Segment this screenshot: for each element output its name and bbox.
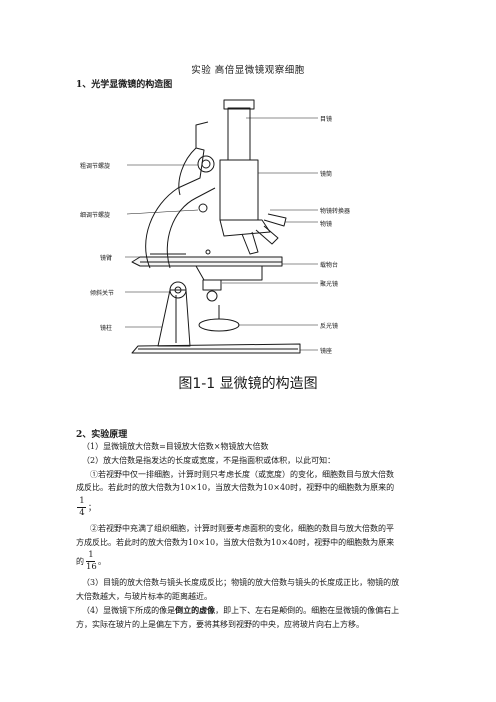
image-text-prefix: （4）显微镜下所成的像是 [82, 606, 176, 615]
paragraph-magnification: （1）显微镜放大倍数=目镜放大倍数×物镜放大倍数 [82, 442, 269, 451]
label-inclination-joint: 倾斜关节 [90, 290, 115, 297]
label-coarse-adjustment: 粗调节螺旋 [80, 163, 111, 170]
image-text-suffix: ，即上下、左右是颠倒的。细胞在显微镜的像偏右上 [215, 606, 400, 615]
paragraph-lens-length-1: （3）目镜的放大倍数与镜头长度成反比；物镜的放大倍数与镜头的长度成正比，物镜的放 [82, 578, 400, 587]
image-text-bold: 倒立的虚像 [175, 605, 216, 615]
document-title: 实验 高倍显微镜观察细胞 [191, 65, 305, 76]
label-tube: 镜筒 [320, 171, 333, 178]
fraction1-denominator: 4 [79, 508, 85, 518]
paragraph-full-cells-prefix: 的 [76, 557, 84, 566]
label-eyepiece: 目镜 [320, 116, 333, 123]
label-base: 镜座 [320, 348, 333, 355]
paragraph-image-1: （4）显微镜下所成的像是倒立的虚像，即上下、左右是颠倒的。细胞在显微镜的像偏右上 [82, 605, 399, 616]
label-stage: 载物台 [320, 262, 339, 269]
label-fine-adjustment: 细调节螺旋 [80, 212, 111, 219]
label-pillar: 镜柱 [100, 325, 113, 332]
paragraph-full-cells-2: 方成反比。若此时的放大倍数为10×10，当放大倍数为10×40时，视野中的细胞数… [76, 538, 395, 547]
label-condenser: 聚光镜 [320, 281, 339, 288]
label-nosepiece: 物镜转换器 [320, 208, 351, 215]
fraction1-suffix: ； [88, 503, 96, 512]
section2-heading: 2、实验原理 [76, 430, 128, 440]
fraction2-denominator: 16 [86, 562, 97, 572]
fraction1-bar [77, 507, 86, 508]
figure-caption: 图1-1 显微镜的构造图 [178, 376, 318, 392]
paragraph-row-cells-1: ①若视野中仅一排细胞，计算时则只考虑长度（或宽度）的变化，细胞数目与放大倍数 [90, 470, 394, 479]
section1-heading: 1、光学显微镜的构造图 [76, 80, 173, 90]
fraction2-numerator: 1 [88, 550, 94, 560]
paragraph-length-note: （2）放大倍数是指发达的长度或宽度，不是指面积或体积，以此可知： [82, 456, 336, 465]
paragraph-image-2: 方，实际在玻片的上是偏左下方，要将其移到视野的中央，应将玻片向右上方移。 [76, 620, 364, 629]
paragraph-row-cells-2: 成反比。若此时的放大倍数为10×10，当放大倍数为10×40时，视野中的细胞数为… [76, 483, 395, 492]
paragraph-lens-length-2: 大倍数越大，与玻片标本的距离越近。 [76, 592, 212, 601]
fraction1-numerator: 1 [79, 496, 85, 506]
paragraph-full-cells-1: ②若视野中充满了组织细胞，计算时则要考虑面积的变化，细胞的数目与放大倍数的平 [90, 524, 394, 533]
label-mirror: 反光镜 [320, 323, 339, 330]
label-arm: 镜臂 [100, 255, 113, 262]
fraction2-suffix: 。 [98, 557, 106, 566]
fraction2-bar [86, 561, 95, 562]
label-objective: 物镜 [320, 221, 333, 228]
